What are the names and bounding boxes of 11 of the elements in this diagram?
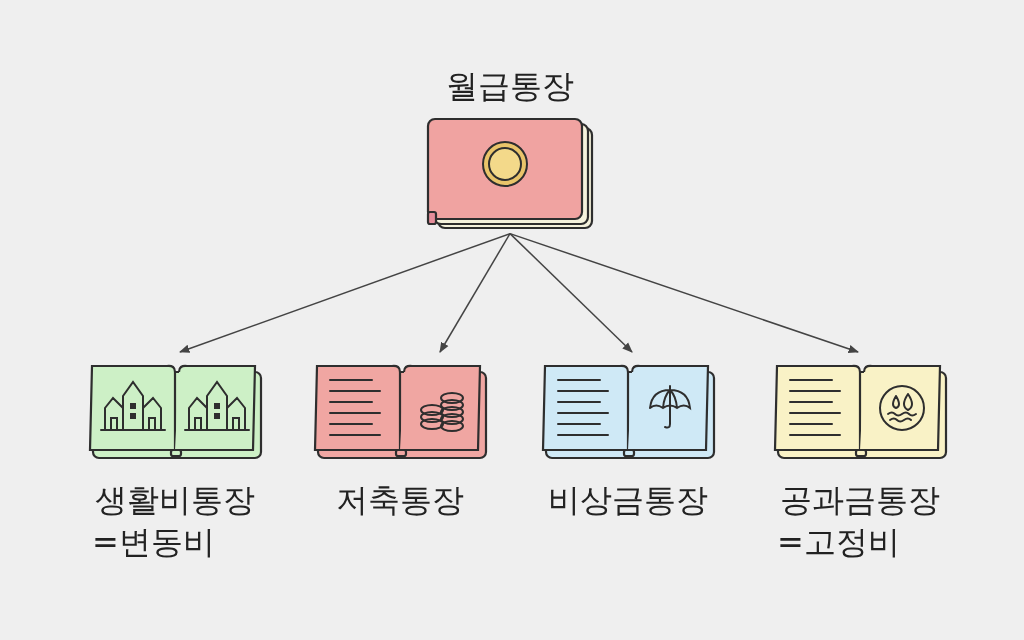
arrow [179,232,511,353]
account-name: 공과금통장 [779,480,941,521]
arrow [509,232,633,353]
account-name: 생활비통장 [94,480,256,521]
note-text: =고정비 [776,521,901,563]
note-text: =변동비 [91,521,216,563]
arrow [439,232,511,353]
account-name: 월급통장 [445,66,575,107]
account-name: 비상금통장 [546,480,709,521]
account-name: 저축통장 [335,480,465,521]
arrow [509,232,859,353]
